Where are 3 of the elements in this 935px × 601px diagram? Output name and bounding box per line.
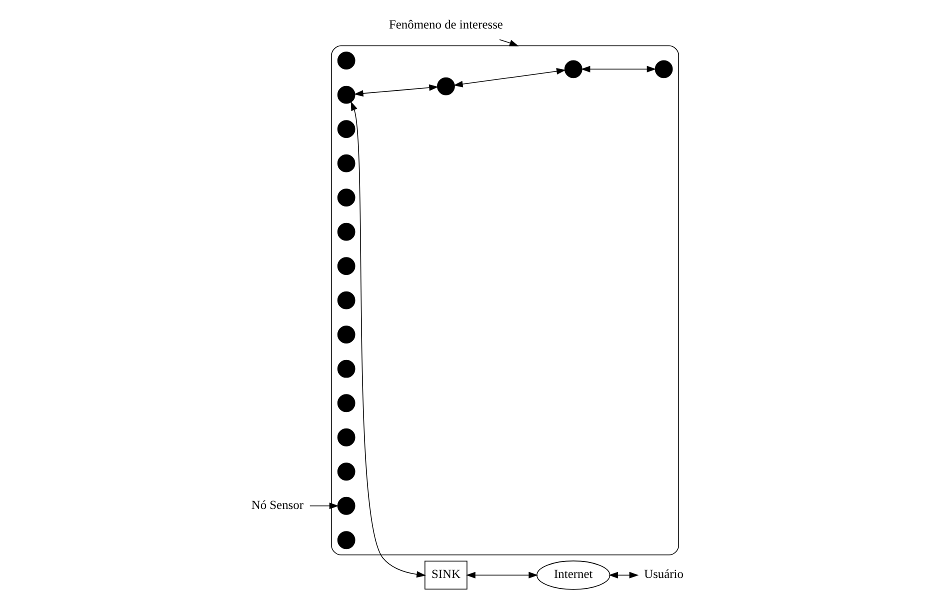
node-text: Nó Sensor <box>251 498 304 512</box>
node-text: Usuário <box>644 567 684 582</box>
node-text: Fenômeno de interesse <box>388 18 503 32</box>
